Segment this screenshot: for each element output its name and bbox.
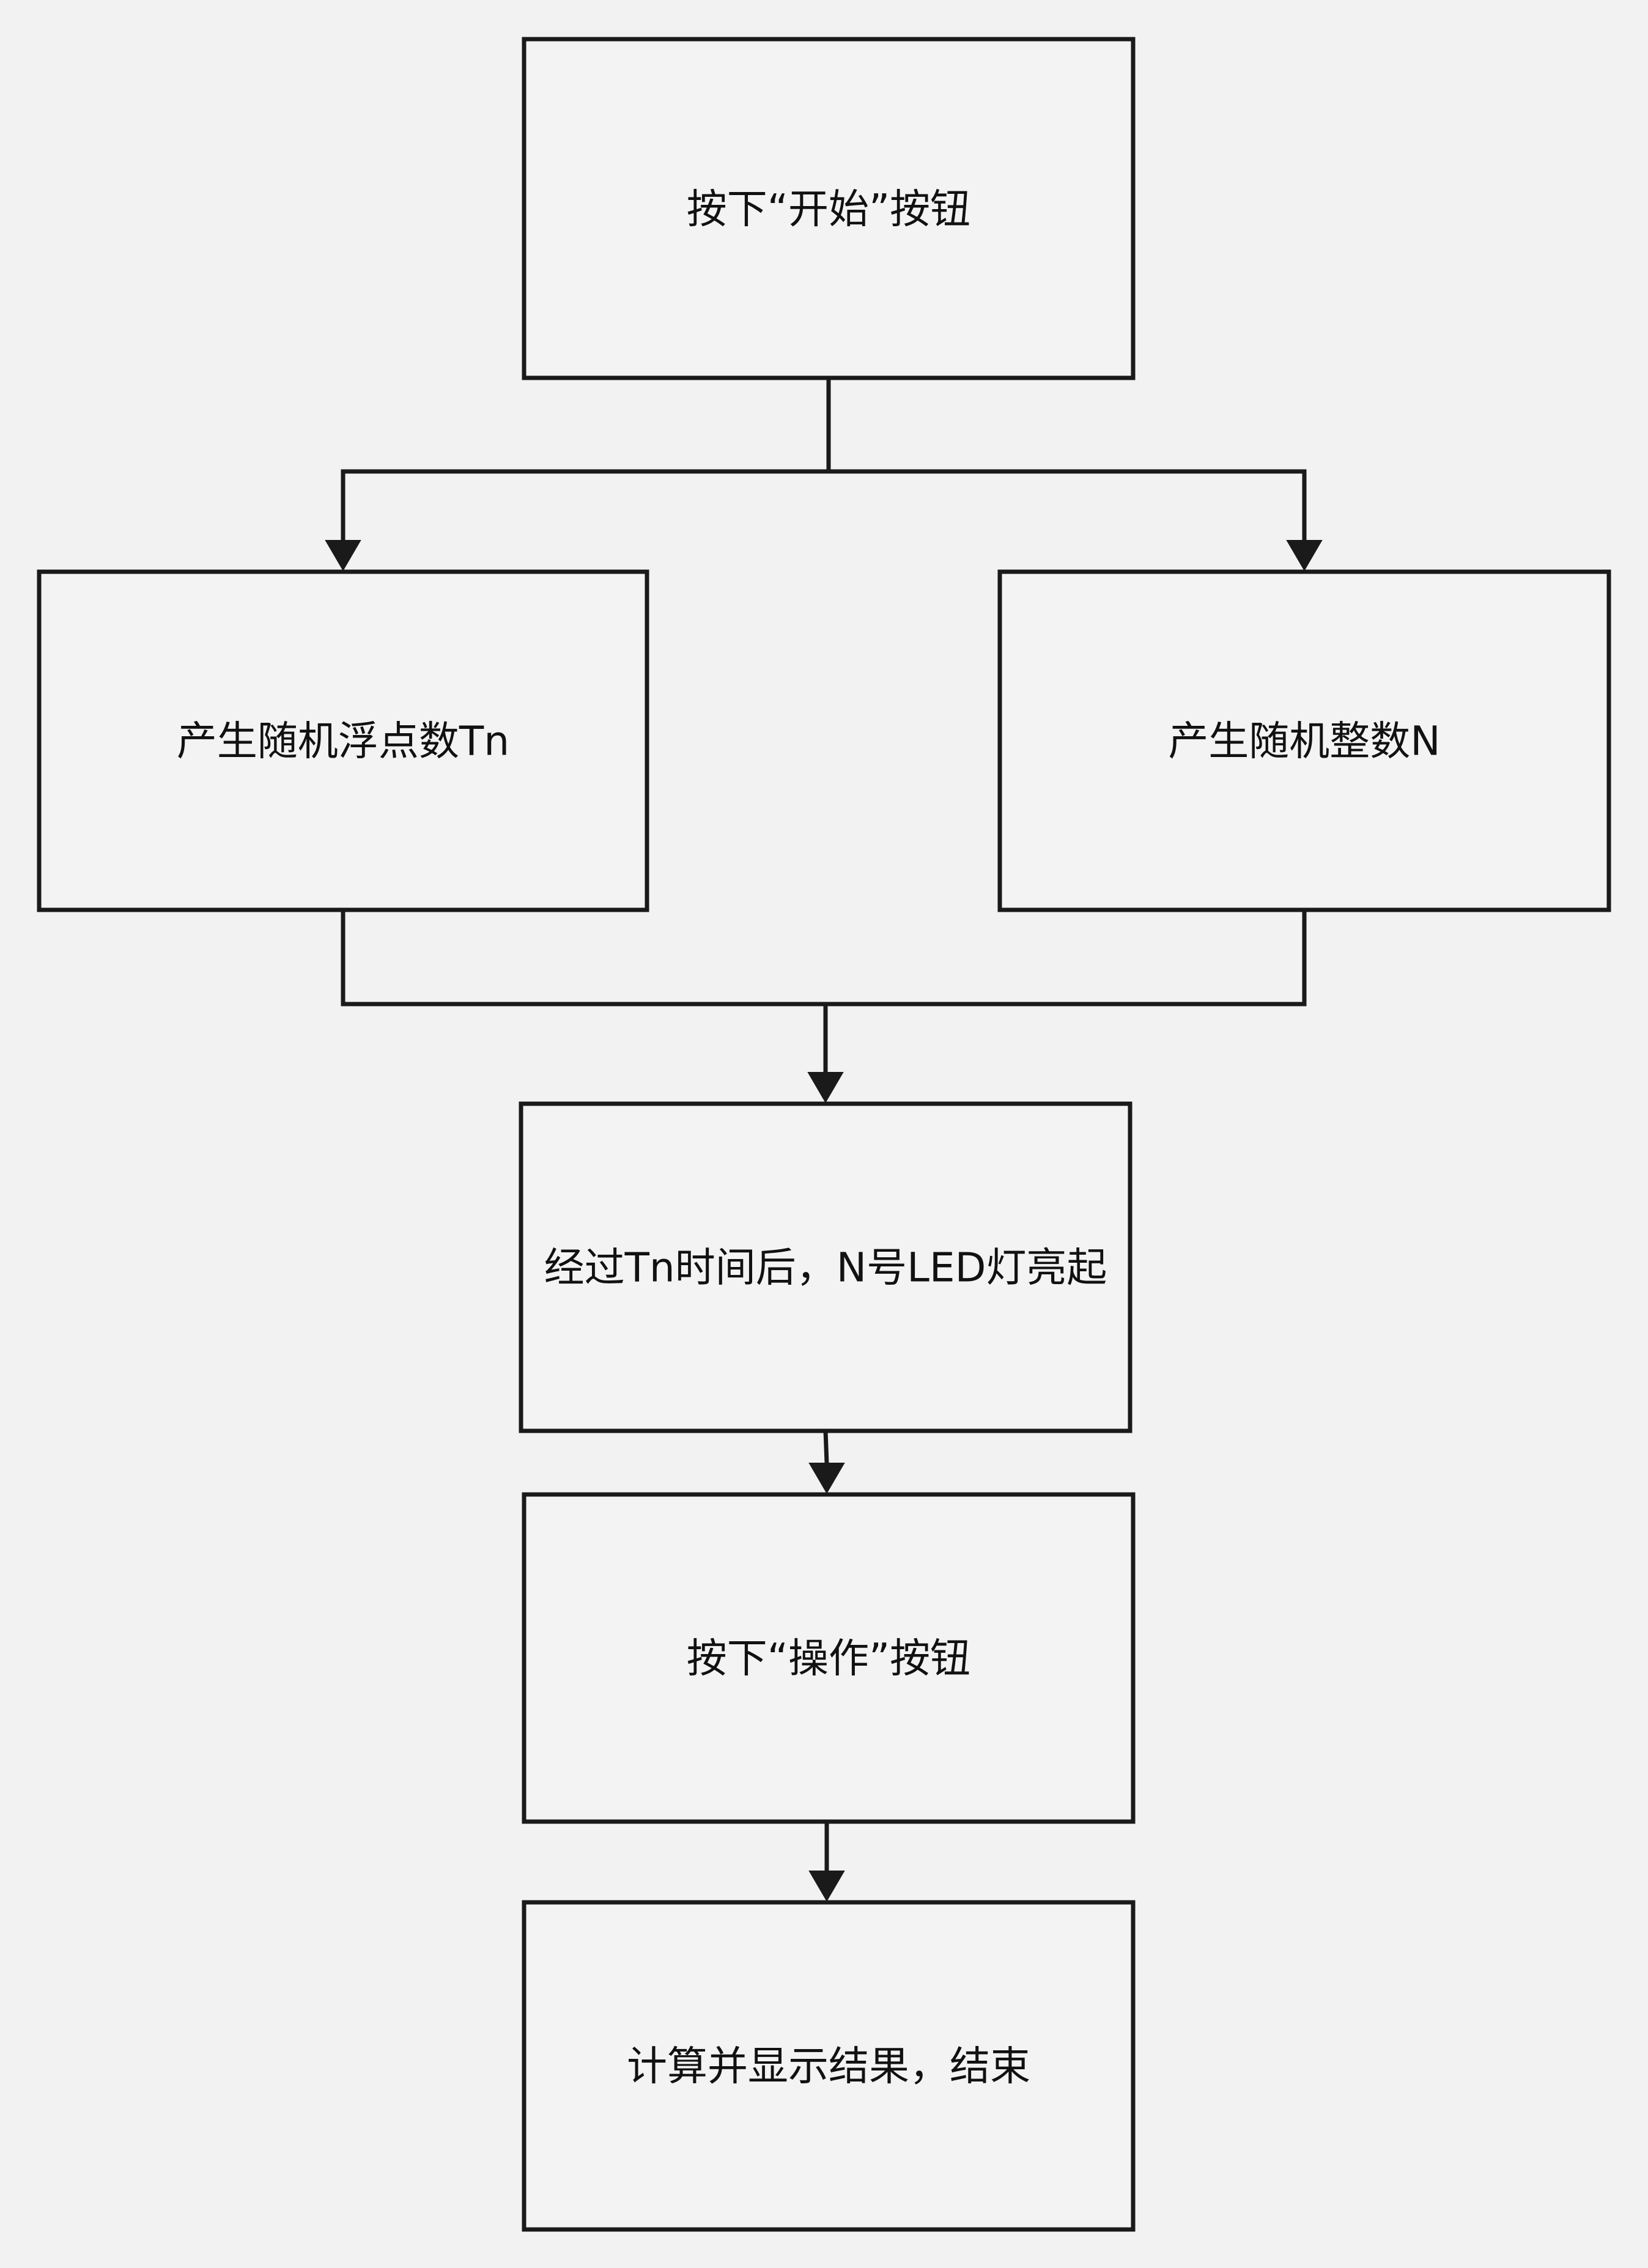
- node-box: [519, 1101, 1133, 1433]
- node-label: 计算并显示结果，结束: [627, 2043, 1030, 2090]
- arrowhead-to-int-node: [1286, 540, 1323, 571]
- flow-node-result: 计算并显示结果，结束: [522, 1900, 1136, 2232]
- node-label: 按下“开始”按钮: [687, 186, 970, 233]
- flow-node-start: 按下“开始”按钮: [522, 37, 1136, 380]
- node-box: [522, 1492, 1136, 1824]
- flow-node-led-on: 经过Tn时间后，N号LED灯亮起: [519, 1101, 1133, 1433]
- node-box: [997, 569, 1611, 912]
- node-label: 产生随机整数N: [1168, 718, 1440, 765]
- connector-to-operate-node: [823, 1428, 829, 1466]
- connectors: [325, 375, 1323, 1902]
- node-label: 经过Tn时间后，N号LED灯亮起: [544, 1244, 1107, 1291]
- arrowhead-to-operate-node: [808, 1463, 845, 1494]
- flow-node-random-int: 产生随机整数N: [997, 569, 1611, 912]
- flow-node-random-float: 产生随机浮点数Tn: [37, 569, 649, 912]
- node-box: [522, 37, 1136, 380]
- arrowhead-to-float-node: [325, 540, 361, 571]
- flow-node-operate: 按下“操作”按钮: [522, 1492, 1136, 1824]
- node-label: 按下“操作”按钮: [687, 1635, 970, 1682]
- arrowhead-to-led-node: [807, 1072, 844, 1103]
- node-box: [522, 1900, 1136, 2232]
- arrowhead-to-result-node: [808, 1871, 845, 1902]
- node-label: 产生随机浮点数Tn: [177, 718, 509, 765]
- node-box: [37, 569, 649, 912]
